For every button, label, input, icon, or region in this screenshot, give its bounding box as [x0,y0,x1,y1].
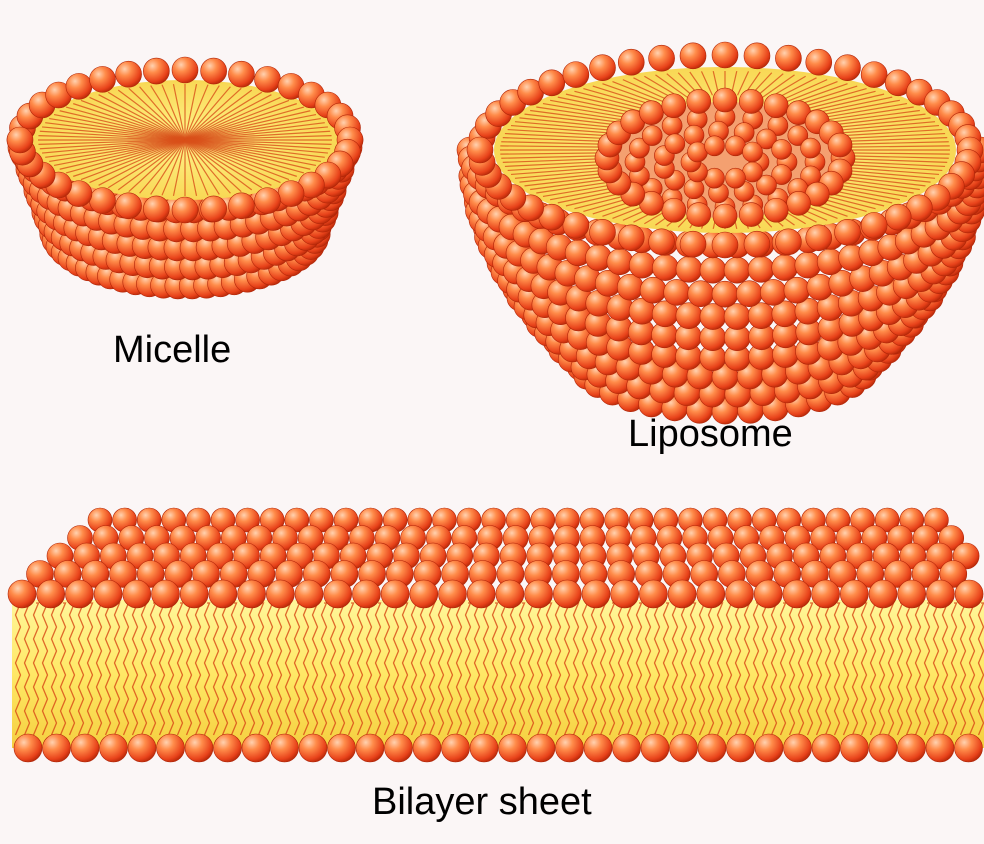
micelle-label: Micelle [113,331,231,369]
liposome-illustration [457,42,984,424]
bilayer-sheet-illustration [8,508,984,762]
liposome-label: Liposome [628,415,793,453]
micelle-illustration [7,57,363,299]
bilayer-sheet-label: Bilayer sheet [372,783,592,821]
